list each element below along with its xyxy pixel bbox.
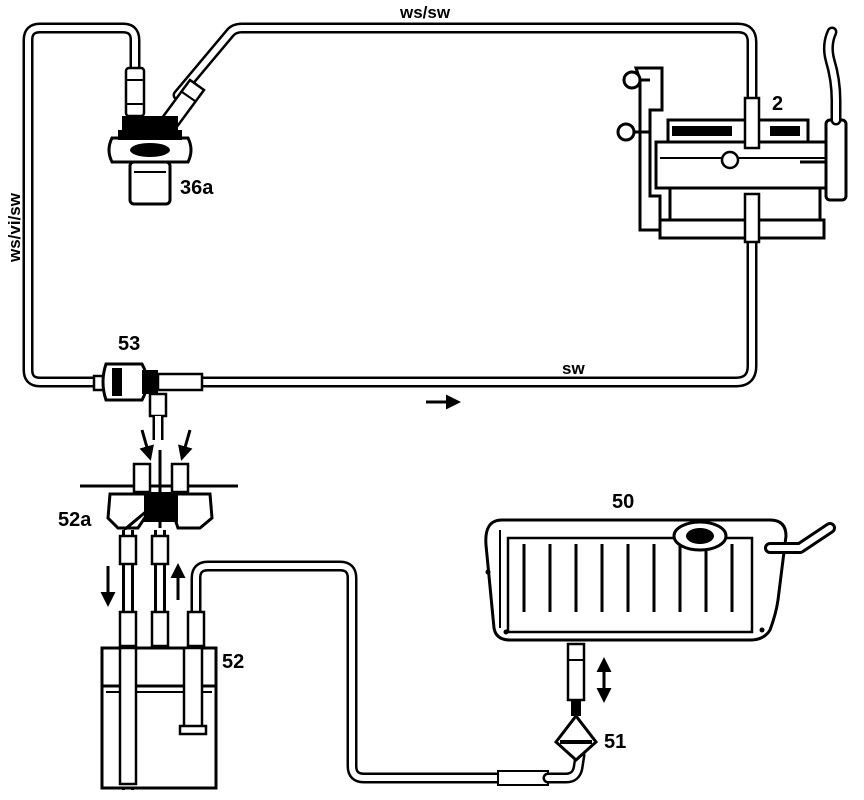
label-filter-52: 52 [222, 651, 244, 673]
valve-53 [92, 362, 204, 440]
filter-52 [100, 530, 218, 790]
hose-filter-to-canister [190, 560, 586, 786]
label-part-52a: 52a [58, 509, 92, 531]
label-hose-ws-vi-sw: ws/vi/sw [5, 192, 24, 263]
carburetor-2 [616, 26, 848, 244]
valve-36a [107, 66, 206, 206]
flow-arrows [100, 394, 612, 703]
label-valve-51: 51 [604, 731, 626, 753]
valve-51 [553, 642, 599, 763]
label-canister-50: 50 [612, 491, 634, 513]
hose-ws-vi-sw [22, 22, 141, 388]
label-valve-36a: 36a [180, 177, 214, 199]
label-valve-53: 53 [118, 333, 140, 355]
hose-ws-sw [172, 22, 758, 106]
label-hose-ws-sw: ws/sw [399, 3, 451, 22]
label-hose-sw: sw [562, 359, 585, 378]
part-52a [80, 450, 238, 532]
hose-sw [194, 234, 758, 388]
canister-50 [484, 518, 836, 642]
label-carburetor-2: 2 [772, 93, 783, 115]
